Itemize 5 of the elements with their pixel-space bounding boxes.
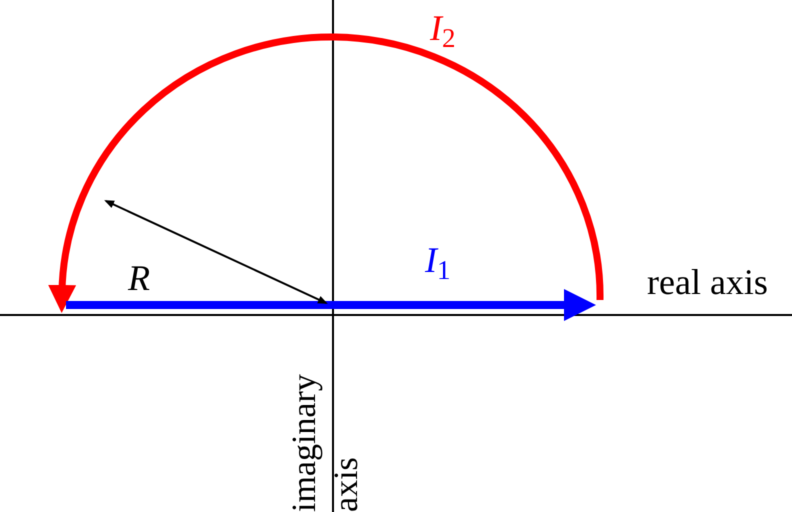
radius-label: R xyxy=(128,258,150,298)
axis-label: imaginary axis xyxy=(285,373,366,512)
curve-label: I$_{1}$ xyxy=(425,240,450,280)
axis-label: real axis xyxy=(647,262,768,302)
curve-label: I$_{2}$ xyxy=(430,8,456,48)
